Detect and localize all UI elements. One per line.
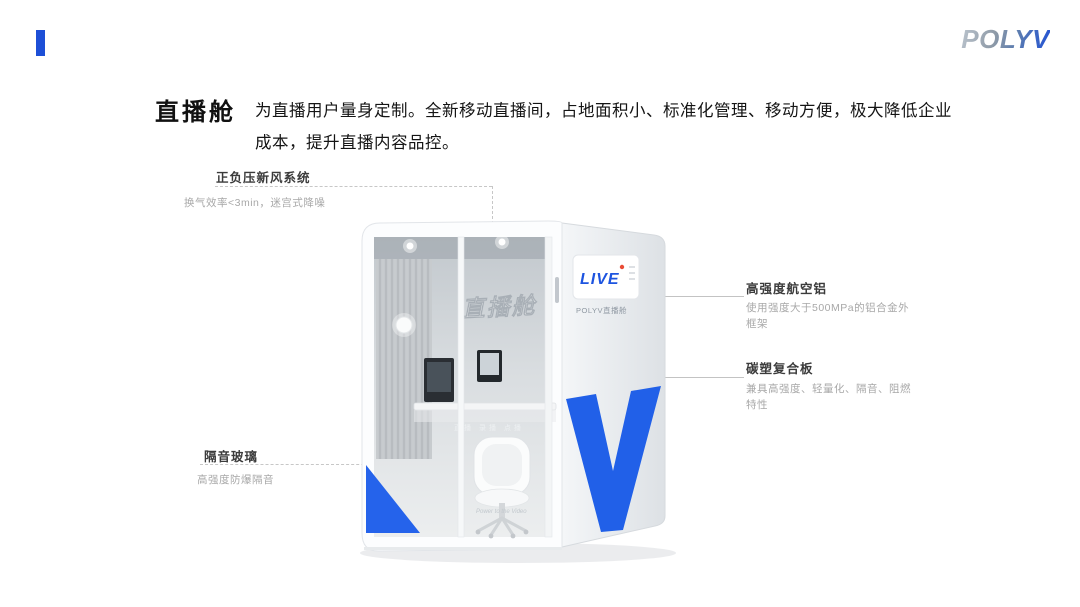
door-divider-frame [457, 236, 465, 538]
page-title: 直播舱 [155, 99, 236, 126]
callout-aluminum-title: 高强度航空铝 [746, 282, 828, 296]
pod-illustration: 直播舱 直播 录播 点播 [350, 213, 680, 565]
polyv-logo: POLYV [961, 24, 1050, 54]
door-handle [555, 277, 559, 303]
right-inner-frame [544, 236, 553, 538]
interior-chair [473, 436, 531, 539]
glass-brand-text: 直播舱 [461, 292, 538, 322]
floor-script-text: Power to the Video [476, 509, 527, 515]
live-badge: LIVE [572, 254, 640, 300]
leader-line-glass [200, 464, 465, 465]
callout-ventilation-title: 正负压新风系统 [216, 171, 311, 185]
leader-line-ventilation [215, 186, 492, 187]
callout-composite-title: 碳塑复合板 [746, 362, 814, 376]
wall-light [392, 313, 416, 337]
leader-line-aluminum [638, 296, 744, 297]
interior-monitor [424, 358, 454, 402]
interior-desk [413, 402, 557, 422]
accent-bar [36, 30, 45, 56]
badge-ticks [629, 266, 635, 280]
intro-text: 为直播用户量身定制。全新移动直播间，占地面积小、标准化管理、移动方便，极大降低企… [255, 102, 952, 153]
glass-menu-text: 直播 录播 点播 [454, 423, 524, 432]
pod-base [364, 547, 562, 550]
live-badge-text: LIVE [580, 271, 620, 288]
leader-line-composite [601, 377, 744, 378]
callout-glass-desc: 高强度防爆隔音 [197, 474, 274, 486]
callout-aluminum-desc: 使用强度大于500MPa的铝合金外框架 [746, 302, 910, 331]
callout-composite-desc: 兼具高强度、轻量化、隔音、阻燃特性 [746, 383, 911, 412]
side-brand-text: POLYV直播舱 [576, 305, 627, 315]
corner-decal [366, 465, 420, 533]
callout-ventilation-desc: 换气效率<3min，迷宫式降噪 [184, 197, 326, 209]
callout-glass-title: 隔音玻璃 [204, 450, 259, 464]
leader-line-ventilation-vertical [492, 186, 493, 234]
live-red-dot [619, 264, 625, 270]
blue-check-decal [566, 386, 661, 532]
interior-blinds [376, 259, 432, 459]
ceiling-light [403, 235, 509, 253]
interior-screen [477, 350, 502, 382]
